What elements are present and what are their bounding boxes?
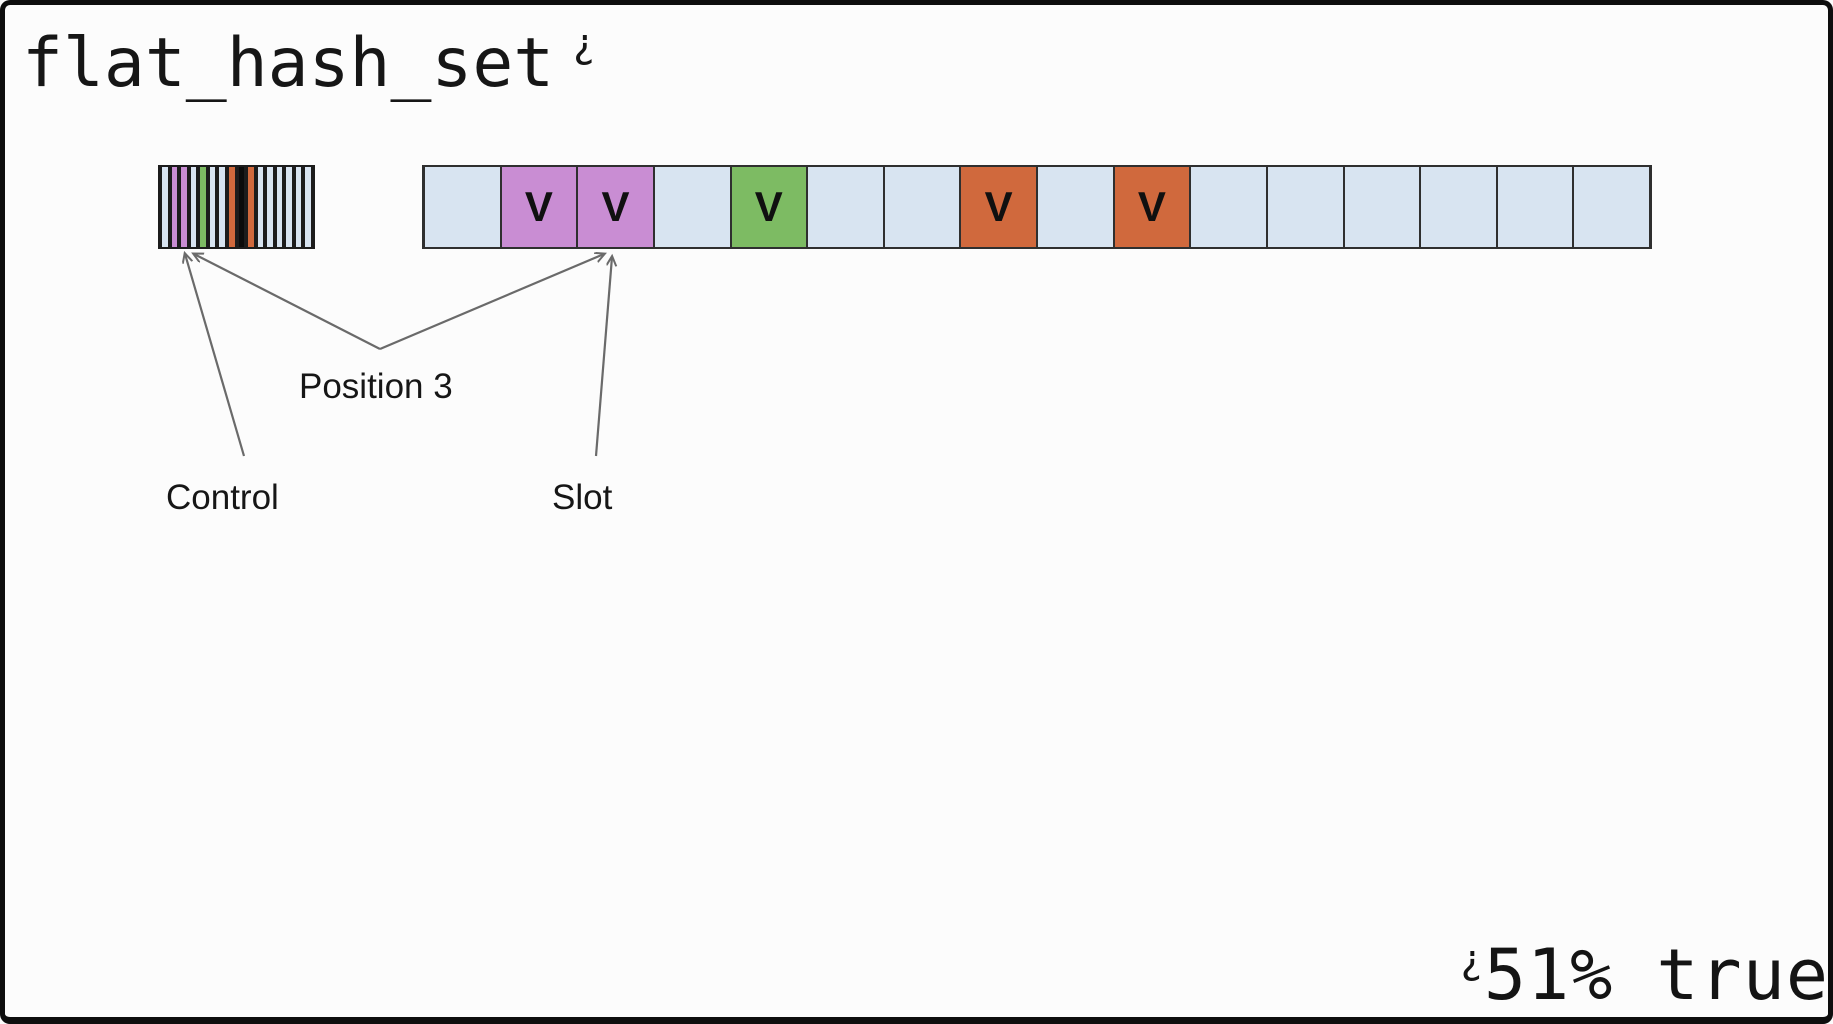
slot-cell-green: V [730, 167, 808, 247]
slot-cell-orange: V [1113, 167, 1191, 247]
position3-to-slot-arrow [379, 254, 604, 351]
slot-cell-empty [1037, 167, 1114, 247]
control-label: Control [166, 478, 279, 517]
control-array [158, 165, 315, 249]
control-byte-deleted [236, 167, 247, 247]
control-byte-orange [226, 167, 237, 247]
slot-cell-empty [1266, 167, 1344, 247]
slot-cell-empty [883, 167, 961, 247]
slide-title-text: flat_hash_set [22, 24, 555, 103]
slot-value: V [524, 183, 553, 230]
control-byte-purple [179, 167, 189, 247]
position-3-label: Position 3 [299, 367, 453, 406]
slot-cell-empty [1343, 167, 1421, 247]
control-byte-empty [217, 167, 227, 247]
slot-value: V [984, 183, 1013, 230]
control-byte-empty [188, 167, 199, 247]
slot-cell-empty [653, 167, 731, 247]
slot-cell-empty [1573, 167, 1650, 247]
control-byte-empty [207, 167, 218, 247]
slot-value: V [601, 183, 630, 230]
slot-cell-empty [1420, 167, 1497, 247]
slot-value: V [1137, 183, 1166, 230]
control-byte-empty [284, 167, 294, 247]
control-byte-empty [265, 167, 275, 247]
slot-cell-purple: V [577, 167, 654, 247]
slot-cell-empty [807, 167, 884, 247]
slot-cell-empty [1496, 167, 1574, 247]
control-byte-purple [169, 167, 180, 247]
control-byte-empty [303, 167, 313, 247]
watermark-text: 51% true [1483, 934, 1829, 1016]
position3-to-control-arrow [194, 254, 381, 350]
watermark-superscript-mark: ¿ [1459, 937, 1484, 983]
control-byte-empty [255, 167, 266, 247]
slot-cell-orange: V [960, 167, 1037, 247]
slot-value: V [754, 183, 783, 230]
control-byte-orange [246, 167, 256, 247]
control-byte-empty [274, 167, 285, 247]
slot-cell-empty [1190, 167, 1267, 247]
slot-label: Slot [552, 478, 613, 517]
control-byte-empty [160, 167, 170, 247]
slot-cell-empty [424, 167, 501, 247]
title-superscript-mark: ¿ [572, 21, 597, 67]
slot-label-arrow [594, 257, 612, 457]
control-label-arrow [185, 254, 246, 457]
slide-title: flat_hash_set¿ [22, 24, 596, 98]
watermark: ¿51% true [1460, 940, 1829, 1010]
slot-cell-purple: V [500, 167, 578, 247]
control-byte-empty [293, 167, 304, 247]
control-byte-green [198, 167, 208, 247]
